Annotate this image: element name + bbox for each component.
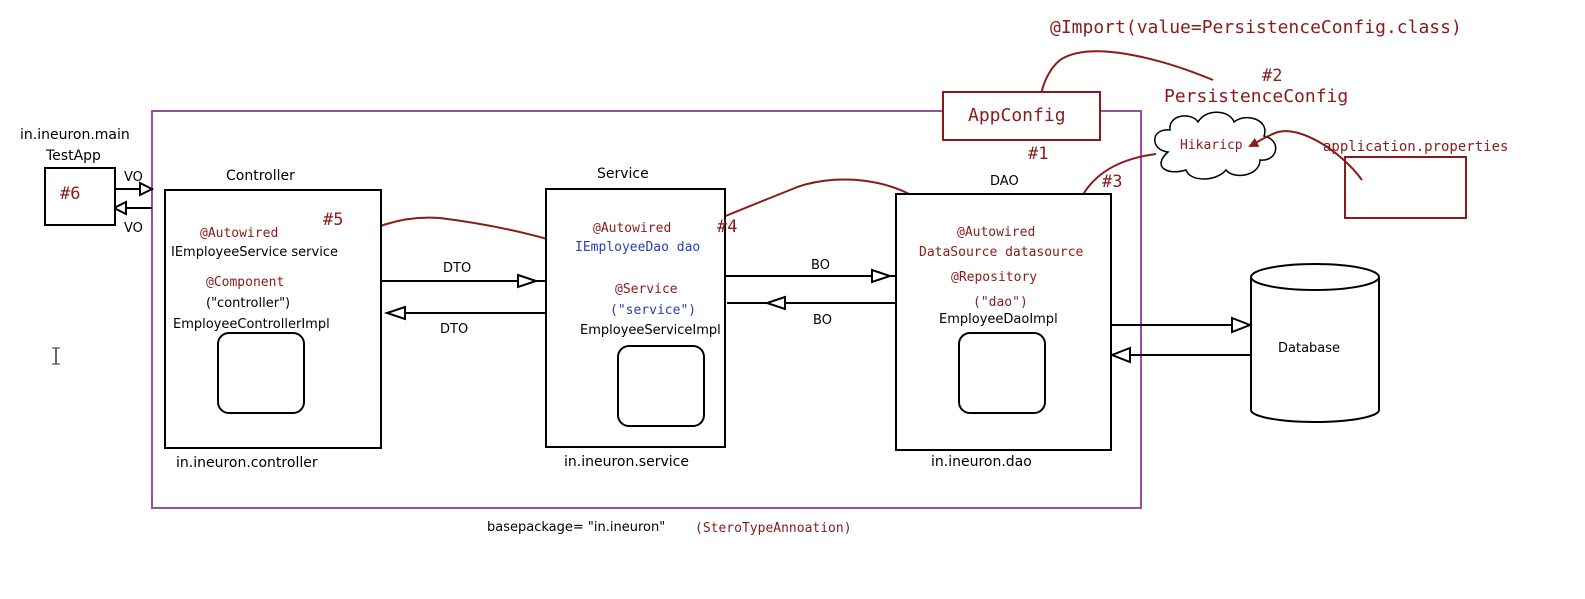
service-title: Service (597, 166, 649, 182)
service-autowired: @Autowired (593, 221, 672, 236)
service-annotation: @Service (615, 282, 678, 297)
bo-label-bottom: BO (813, 313, 832, 328)
bo-label-top: BO (811, 258, 830, 273)
controller-title: Controller (226, 168, 295, 184)
app-properties-label: application.properties (1323, 139, 1509, 155)
service-annotation-arg: ("service") (610, 303, 697, 318)
dao-title: DAO (990, 174, 1019, 189)
base-package-frame (151, 110, 1142, 509)
dao-field: DataSource datasource (919, 245, 1084, 260)
dao-box (895, 193, 1112, 451)
controller-box (164, 189, 382, 449)
controller-component-arg: ("controller") (206, 296, 291, 311)
persistence-number: #2 (1262, 66, 1283, 86)
database-cylinder (1250, 263, 1380, 423)
service-field: IEmployeeDao dao (575, 240, 701, 255)
stereotype-annotation: (SteroTypeAnnoation) (695, 521, 852, 536)
dao-annotation-arg: ("dao") (973, 295, 1028, 310)
vo-arrows (98, 181, 155, 216)
testapp-number: #6 (60, 184, 81, 204)
vo-label-top: VO (124, 170, 143, 185)
database-label: Database (1278, 341, 1341, 356)
vo-label-bottom: VO (124, 221, 143, 236)
service-package: in.ineuron.service (564, 454, 689, 470)
controller-class-name: EmployeeControllerImpl (173, 317, 330, 332)
hikari-cloud (1154, 111, 1277, 180)
app-properties-box (1344, 156, 1467, 219)
controller-bean (217, 332, 305, 414)
testapp-box: #6 (44, 167, 116, 226)
appconfig-number: #1 (1028, 144, 1049, 164)
db-arrows (1109, 316, 1253, 364)
testapp-name: TestApp (46, 148, 101, 164)
controller-autowired: @Autowired (200, 226, 279, 241)
service-bean (617, 345, 705, 427)
dao-bean (958, 332, 1046, 414)
controller-field: IEmployeeService service (171, 245, 338, 260)
controller-component: @Component (206, 275, 285, 290)
testapp-package: in.ineuron.main (20, 127, 130, 143)
basepackage-label: basepackage= "in.ineuron" (487, 520, 666, 535)
dao-injection-number: #3 (1102, 172, 1123, 192)
service-box (545, 188, 726, 448)
hikari-label: Hikaricp (1180, 138, 1243, 153)
dto-label-top: DTO (443, 261, 472, 276)
service-class-name: EmployeeServiceImpl (580, 323, 721, 338)
import-annotation: @Import(value=PersistenceConfig.class) (1050, 17, 1462, 38)
dao-package: in.ineuron.dao (931, 454, 1032, 470)
appconfig-box: AppConfig (942, 91, 1101, 141)
appconfig-label: AppConfig (968, 105, 1066, 126)
controller-package: in.ineuron.controller (176, 455, 318, 471)
controller-injection-number: #5 (323, 210, 344, 230)
dao-class-name: EmployeeDaoImpl (939, 312, 1058, 327)
properties-to-hikari-arrow (1248, 130, 1363, 181)
dto-label-bottom: DTO (440, 322, 469, 337)
persistence-config-label: PersistenceConfig (1164, 86, 1349, 107)
service-injection-number: #4 (717, 217, 738, 237)
dao-annotation: @Repository (951, 270, 1038, 285)
dao-autowired: @Autowired (957, 225, 1036, 240)
import-arrow (1036, 50, 1214, 102)
